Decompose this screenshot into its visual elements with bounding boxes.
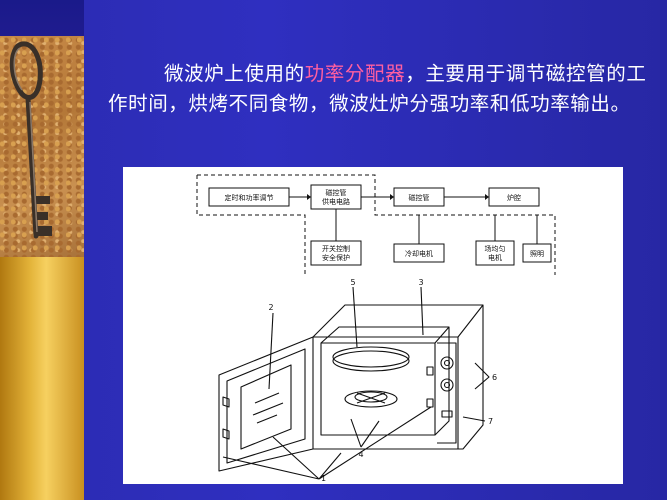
- callout-6: 6: [492, 373, 497, 382]
- caption-text-2: ，主要用于调节磁控管的工作时间，烘烤不同食物，微波灶炉分强功率和低功率输出。: [108, 62, 647, 115]
- label-stirrer-2: 电机: [488, 253, 502, 262]
- slide-caption: 微波炉上使用的功率分配器，主要用于调节磁控管的工作时间，烘烤不同食物，微波灶炉分…: [108, 59, 648, 119]
- label-timer: 定时和功率调节: [225, 193, 274, 202]
- label-magnetron-supply-2: 供电电路: [322, 197, 350, 206]
- callout-3: 3: [418, 278, 423, 287]
- microwave-oven-drawing: [218, 286, 490, 480]
- block-diagram: [196, 174, 556, 275]
- callout-1: 1: [321, 474, 326, 483]
- gold-strip: [0, 257, 84, 500]
- callout-4: 4: [358, 450, 363, 459]
- microwave-figure: 定时和功率调节 磁控管 供电电路 磁控管 炉腔 开关控制 安全保护 冷却电机 场…: [123, 167, 623, 484]
- label-switch-2: 安全保护: [322, 253, 350, 262]
- label-stirrer-1: 场均匀: [485, 244, 506, 253]
- callout-7: 7: [488, 417, 493, 426]
- label-fan-motor: 冷却电机: [405, 249, 433, 258]
- callout-2: 2: [268, 303, 273, 312]
- label-light: 照明: [530, 250, 544, 258]
- caption-text-1: 微波炉上使用的: [164, 62, 305, 85]
- key-photo-icon: [0, 36, 84, 257]
- label-switch-1: 开关控制: [322, 244, 350, 253]
- caption-highlight: 功率分配器: [304, 62, 406, 85]
- label-magnetron-supply-1: 磁控管: [326, 188, 347, 197]
- label-cavity: 炉腔: [507, 193, 521, 202]
- label-magnetron: 磁控管: [409, 193, 430, 202]
- callout-5: 5: [350, 278, 355, 287]
